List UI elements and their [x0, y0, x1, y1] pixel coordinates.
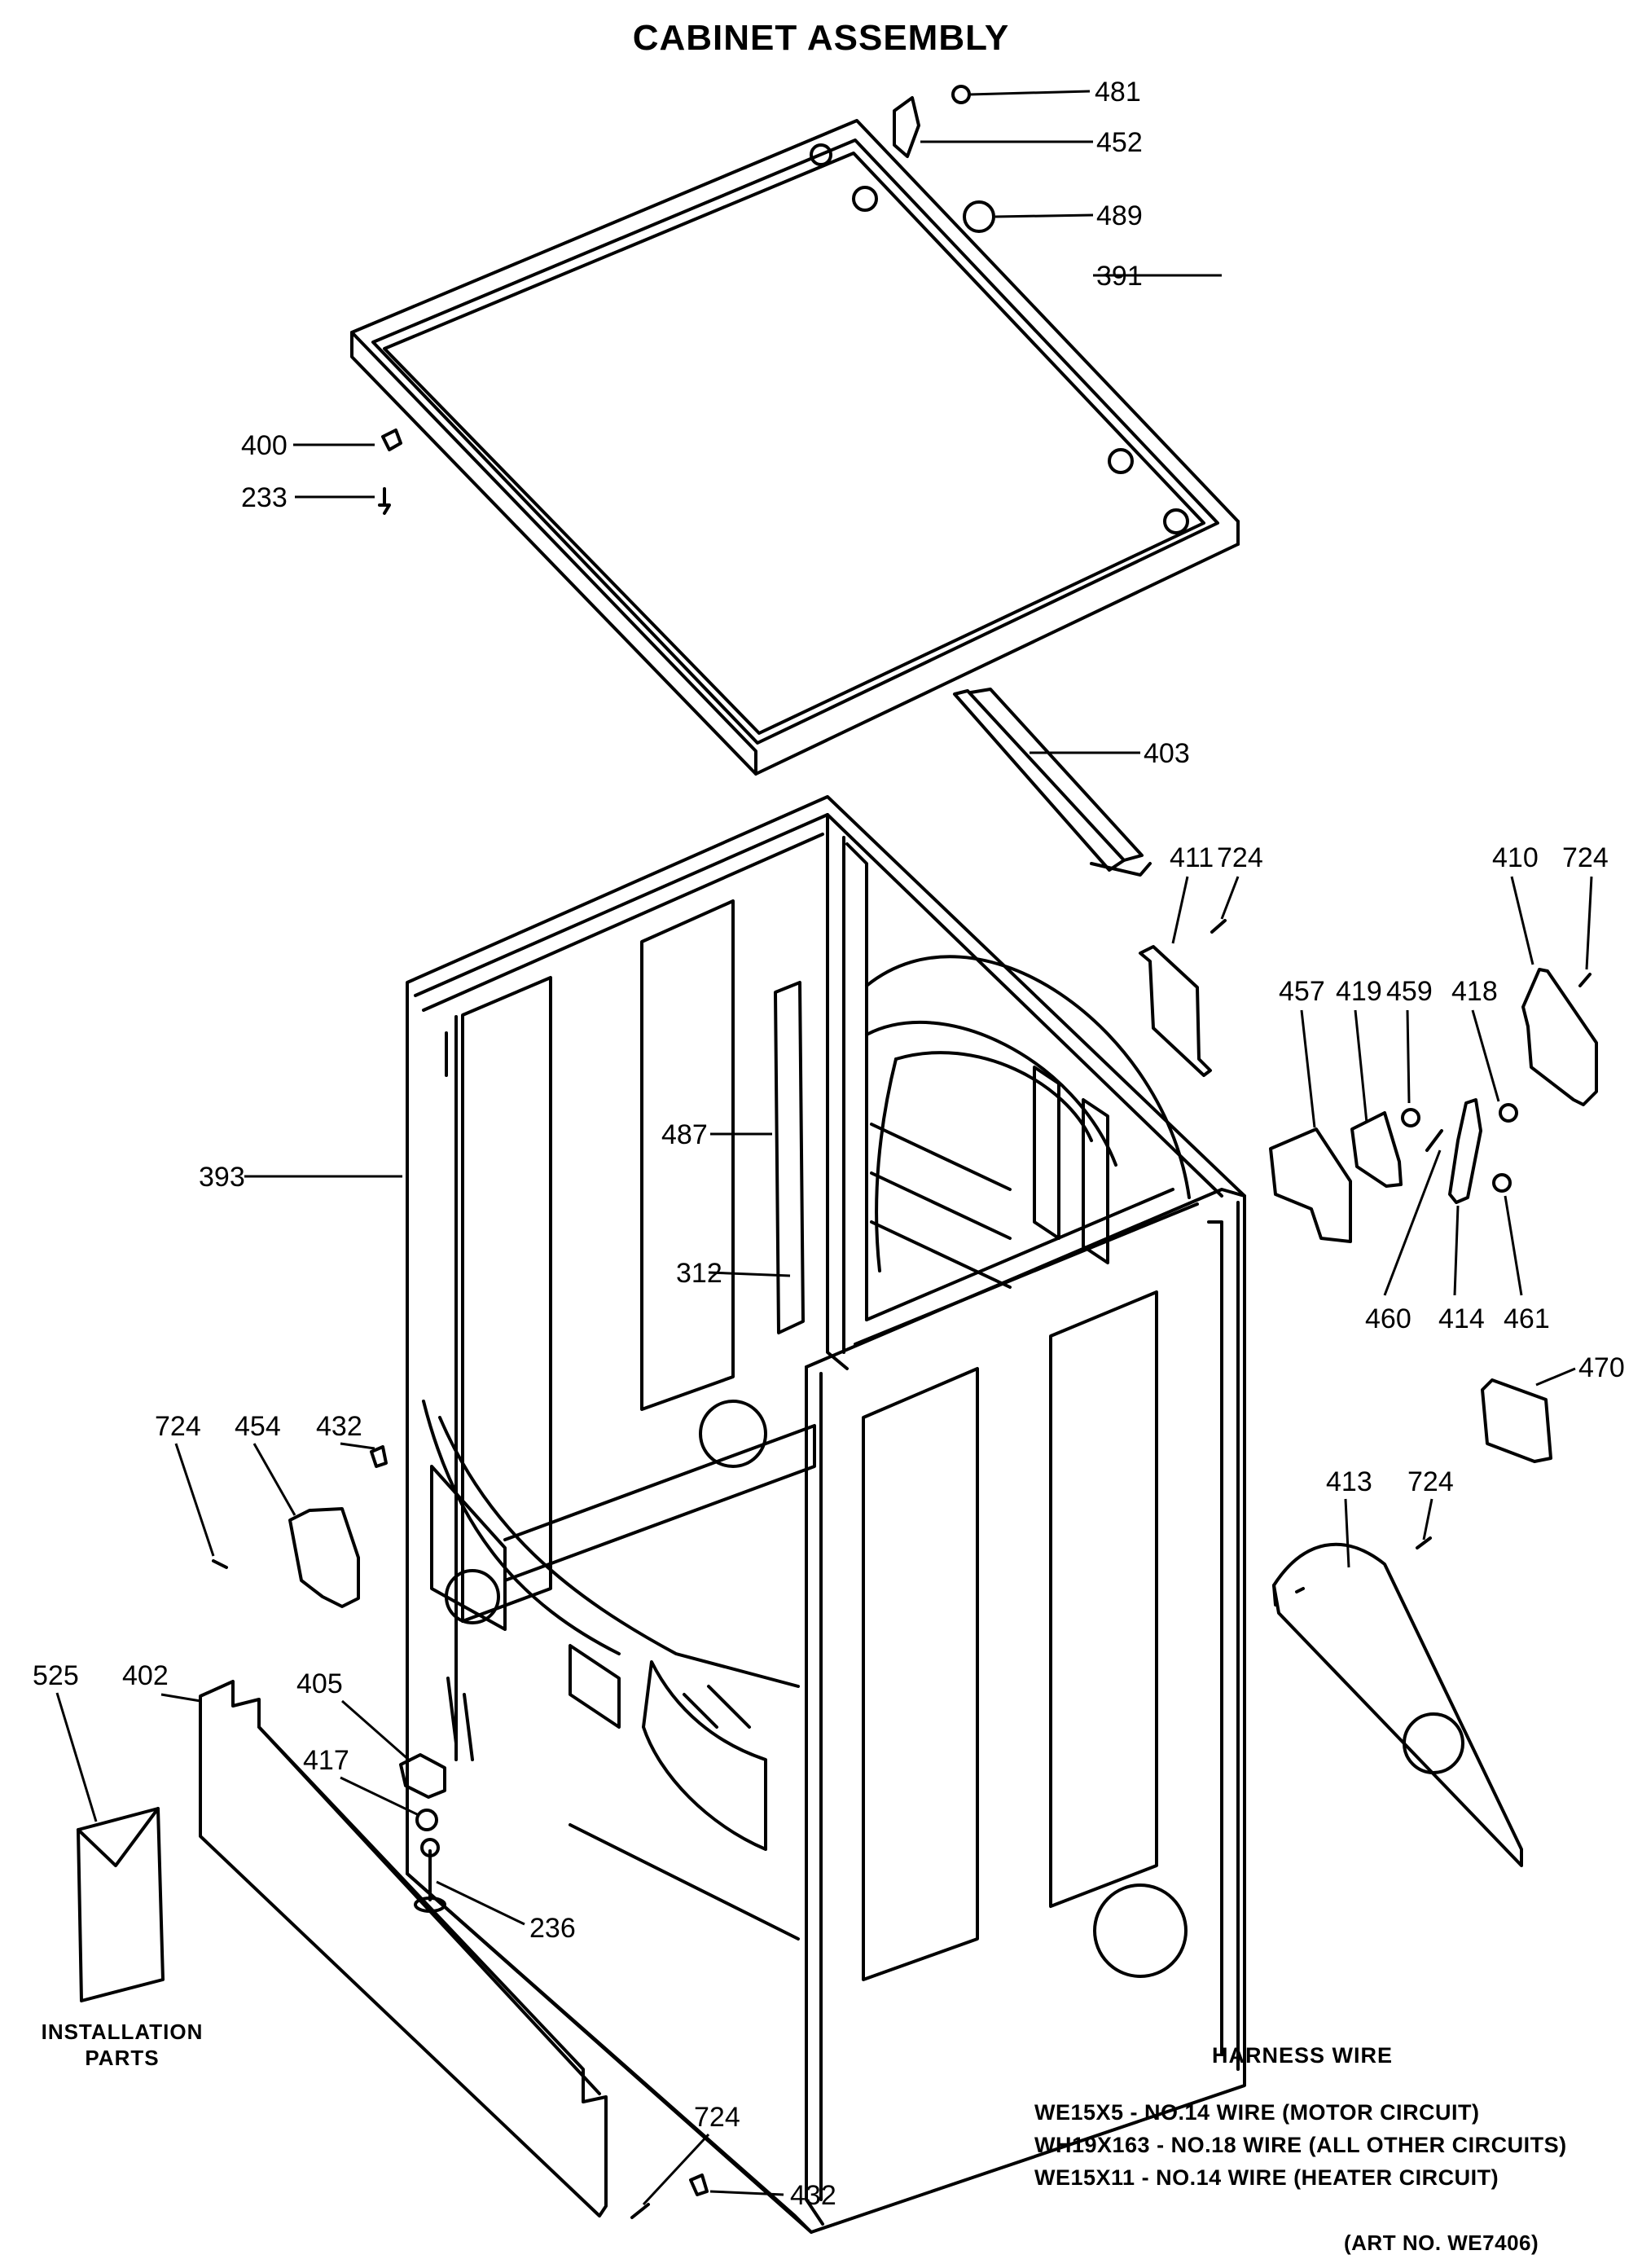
callout-410: 410 — [1492, 842, 1539, 873]
callout-418: 418 — [1451, 976, 1498, 1007]
screw-724-d — [1416, 1536, 1432, 1549]
callout-393: 393 — [199, 1162, 245, 1193]
callout-419: 419 — [1336, 976, 1382, 1007]
screw-724-a — [1210, 919, 1227, 934]
cover-470 — [1481, 1378, 1552, 1463]
callout-391: 391 — [1096, 261, 1143, 292]
screw-460 — [1425, 1129, 1443, 1152]
callout-724-e: 724 — [694, 2102, 740, 2133]
callout-236: 236 — [529, 1913, 576, 1944]
screw-724-c — [212, 1559, 228, 1569]
callout-452: 452 — [1096, 127, 1143, 158]
callout-457: 457 — [1279, 976, 1325, 1007]
screw-724-e — [630, 2203, 650, 2219]
callout-489: 489 — [1096, 200, 1143, 231]
nut-461 — [1492, 1173, 1512, 1193]
screw-481 — [951, 85, 971, 104]
switch-454 — [288, 1507, 360, 1608]
callout-417: 417 — [303, 1745, 349, 1776]
callout-432-b: 432 — [790, 2180, 836, 2211]
callout-459: 459 — [1386, 976, 1433, 1007]
callout-460: 460 — [1365, 1303, 1412, 1334]
art-number: (ART NO. WE7406) — [1344, 2231, 1539, 2255]
callout-724-b: 724 — [1562, 842, 1609, 873]
callout-labels: 481 452 489 391 400 233 403 411 724 410 … — [33, 77, 1625, 2211]
harness-line-other: WH19X163 - NO.18 WIRE (ALL OTHER CIRCUIT… — [1034, 2133, 1567, 2157]
callout-454: 454 — [235, 1411, 281, 1442]
callout-414: 414 — [1438, 1303, 1485, 1334]
installation-line-2: PARTS — [85, 2046, 160, 2070]
rear-access-panel — [1272, 1542, 1523, 1867]
clip-432-b — [689, 2174, 709, 2196]
hinge-bar — [953, 688, 1152, 877]
cap-489 — [963, 200, 995, 233]
nut-459 — [1401, 1108, 1420, 1127]
installation-line-1: INSTALLATION — [41, 2020, 204, 2044]
bracket-410 — [1521, 968, 1598, 1106]
cabinet-body — [406, 795, 1246, 2234]
screw-233 — [378, 487, 391, 515]
top-cover — [350, 119, 1240, 776]
hinge-452 — [893, 96, 920, 158]
screw-724-b — [1578, 973, 1592, 987]
callout-403: 403 — [1144, 738, 1190, 769]
clip-432 — [370, 1445, 388, 1468]
callout-413: 413 — [1326, 1466, 1372, 1497]
callout-312: 312 — [676, 1258, 722, 1289]
installation-parts-label: INSTALLATION PARTS — [16, 2019, 228, 2071]
leader-lines — [55, 90, 1593, 2206]
harness-line-motor: WE15X5 - NO.14 WIRE (MOTOR CIRCUIT) — [1034, 2100, 1480, 2125]
callout-724-d: 724 — [1407, 1466, 1454, 1497]
leveling-leg-236 — [414, 1838, 446, 1913]
clip-400 — [381, 429, 402, 451]
terminal-block-457 — [1269, 1127, 1352, 1243]
harness-line-heater: WE15X11 - NO.14 WIRE (HEATER CIRCUIT) — [1034, 2165, 1499, 2190]
callout-405: 405 — [296, 1668, 343, 1699]
callout-402: 402 — [122, 1660, 169, 1691]
terminal-block-419 — [1350, 1111, 1403, 1188]
installation-parts-bag — [77, 1807, 165, 2002]
callout-487: 487 — [661, 1119, 708, 1150]
diagram-title: CABINET ASSEMBLY — [632, 18, 1010, 58]
nut-418 — [1499, 1103, 1518, 1123]
harness-wire-title: HARNESS WIRE — [1212, 2043, 1394, 2068]
bracket-405 — [399, 1753, 446, 1799]
nut-417 — [415, 1809, 438, 1831]
callout-400: 400 — [241, 430, 288, 461]
callout-432-a: 432 — [316, 1411, 362, 1442]
callout-233: 233 — [241, 482, 288, 513]
strap-414 — [1448, 1098, 1482, 1204]
callout-411: 411 — [1170, 842, 1214, 873]
callout-470: 470 — [1578, 1352, 1625, 1383]
callout-724-c: 724 — [155, 1411, 201, 1442]
callout-525: 525 — [33, 1660, 79, 1691]
callout-461: 461 — [1504, 1303, 1550, 1334]
bracket-411 — [1139, 945, 1212, 1077]
callout-724-a: 724 — [1217, 842, 1263, 873]
callout-481: 481 — [1095, 77, 1141, 108]
